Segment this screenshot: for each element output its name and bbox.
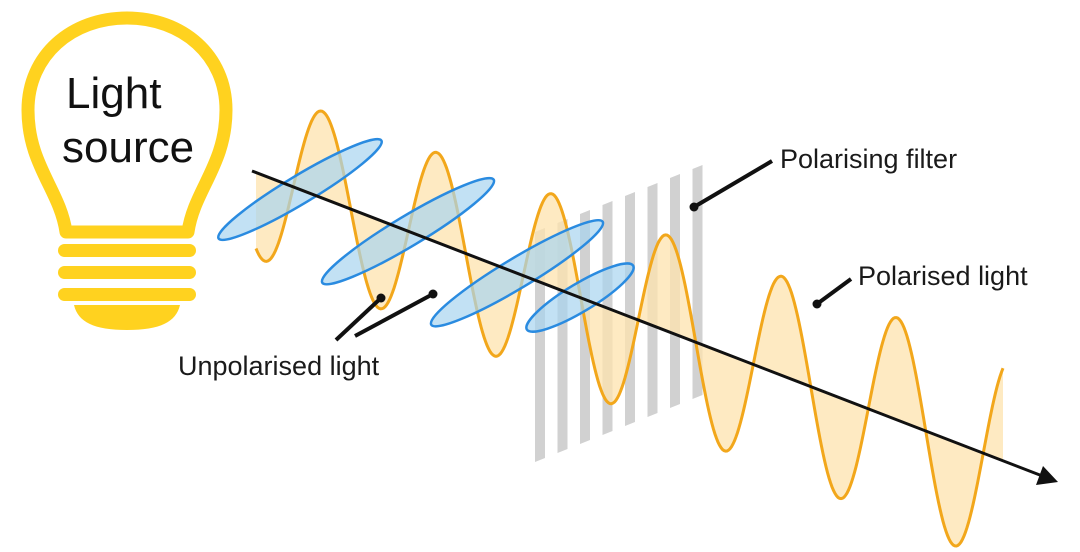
filter-slat: [625, 192, 635, 426]
axis-line: [251, 169, 1046, 479]
callout-dot-1: [376, 293, 386, 303]
bulb-glass-outline: [21, 11, 233, 239]
filter-slat: [535, 228, 545, 462]
bulb-base-ring-1: [58, 244, 196, 257]
propagation-axis-arrow: [251, 169, 1058, 485]
callout-dot-2: [428, 289, 438, 299]
callout-unpolarised-light: Unpolarised light: [178, 289, 438, 381]
arrow-head: [1036, 466, 1058, 485]
label-polarising-filter: Polarising filter: [780, 144, 957, 174]
bulb-base-ring-2: [58, 266, 196, 279]
callout-line: [692, 159, 774, 209]
callout-dot: [812, 299, 822, 309]
bulb-base-tip: [74, 305, 180, 330]
wave-stroke: [254, 109, 1005, 548]
callout-line: [815, 277, 853, 306]
bulb-base-ring-3: [58, 288, 196, 301]
bulb-label-line2: source: [62, 123, 194, 172]
callout-polarising-filter: Polarising filter: [689, 144, 957, 212]
callout-line-2: [354, 292, 434, 338]
light-bulb-icon: Light source: [21, 11, 233, 330]
label-unpolarised-light: Unpolarised light: [178, 351, 380, 381]
label-polarised-light: Polarised light: [858, 261, 1028, 291]
callout-line-1: [334, 296, 383, 342]
bulb-label-line1: Light: [66, 69, 161, 118]
callout-polarised-light: Polarised light: [812, 261, 1028, 309]
callout-dot: [689, 202, 699, 212]
